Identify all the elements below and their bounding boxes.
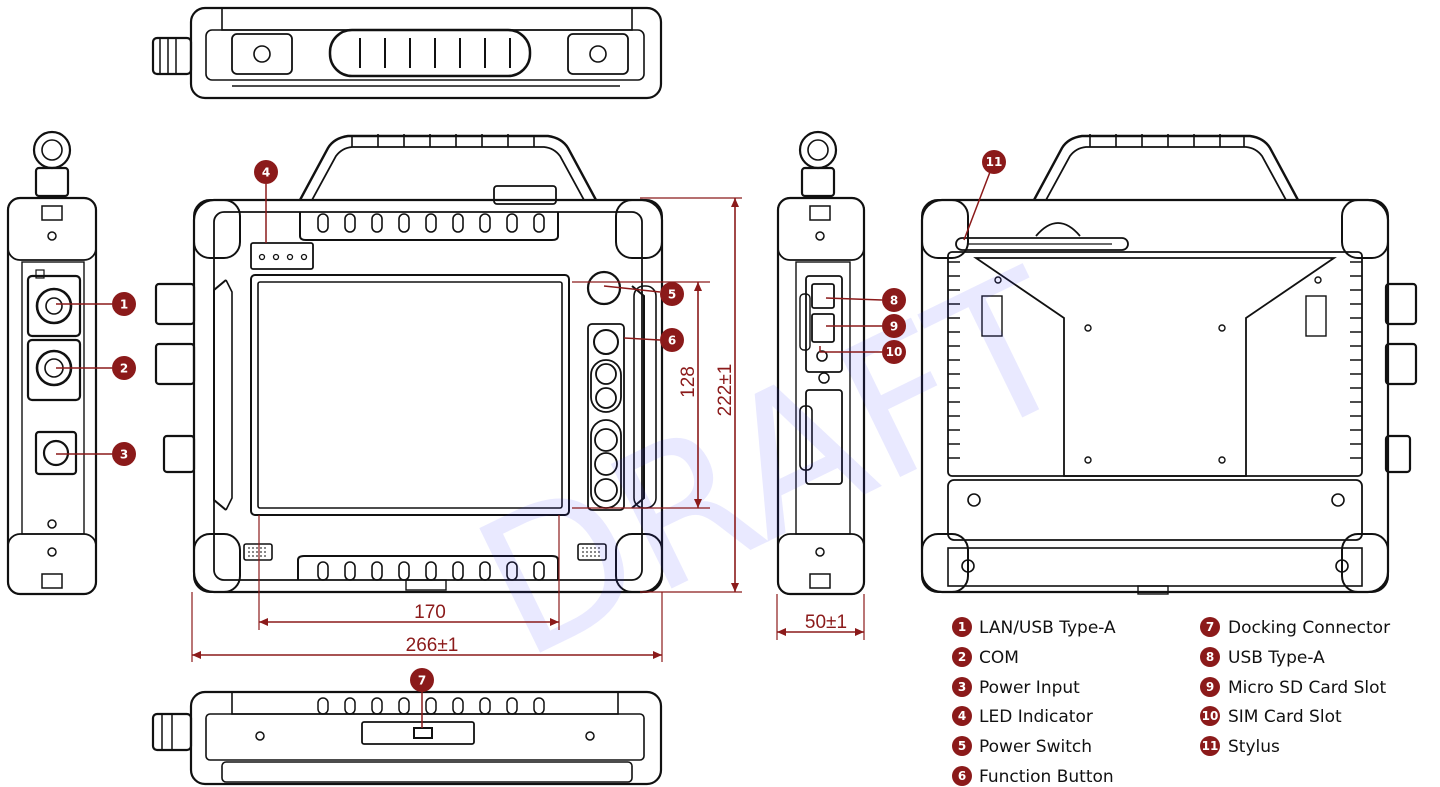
callout-1: 1 [112,292,136,316]
legend-item-stylus: 11 Stylus [1200,736,1280,757]
dim-depth: 50±1 [805,612,847,633]
svg-text:Docking Connector: Docking Connector [1228,618,1390,638]
dimension-lines [191,197,865,662]
legend-item-com: 2 COM [952,647,1019,668]
left-side-view [6,130,98,596]
svg-text:7: 7 [1206,620,1214,634]
legend-item-micro-sd: 9 Micro SD Card Slot [1200,677,1387,698]
svg-text:10: 10 [1202,709,1219,723]
front-view [154,134,664,594]
callout-9: 9 [882,314,906,338]
legend-item-sim-card: 10 SIM Card Slot [1200,706,1342,727]
svg-text:LED Indicator: LED Indicator [979,707,1093,727]
callout-3: 3 [112,442,136,466]
svg-text:2: 2 [958,650,966,664]
svg-text:Micro SD Card Slot: Micro SD Card Slot [1228,678,1387,698]
callout-7: 7 [410,668,434,692]
dim-total-width: 266±1 [406,635,459,656]
svg-text:2: 2 [120,362,128,376]
svg-text:6: 6 [668,334,676,348]
svg-text:LAN/USB Type-A: LAN/USB Type-A [979,618,1116,638]
callout-4: 4 [254,160,278,184]
svg-text:10: 10 [886,345,903,359]
legend: 1 LAN/USB Type-A 2 COM 3 Power Input 4 LED I… [952,617,1390,787]
svg-text:5: 5 [958,739,966,753]
svg-text:9: 9 [1206,680,1214,694]
svg-text:Power Input: Power Input [979,678,1080,698]
legend-item-power-input: 3 Power Input [952,677,1080,698]
legend-item-function-button: 6 Function Button [952,766,1114,787]
top-view [151,6,663,100]
svg-text:6: 6 [958,769,966,783]
svg-text:1: 1 [120,298,128,312]
dim-screen-height: 128 [678,366,699,398]
dim-total-height: 222±1 [715,364,736,417]
callout-2: 2 [112,356,136,380]
callout-11: 11 [982,150,1006,174]
legend-item-lan-usb: 1 LAN/USB Type-A [952,617,1116,638]
callout-10: 10 [882,340,906,364]
callout-leaders [56,171,991,728]
legend-item-led-indicator: 4 LED Indicator [952,706,1093,727]
svg-text:8: 8 [890,294,898,308]
svg-text:4: 4 [958,709,966,723]
right-side-view [776,130,866,596]
legend-item-docking-connector: 7 Docking Connector [1200,617,1390,638]
svg-text:Power Switch: Power Switch [979,737,1092,757]
svg-text:8: 8 [1206,650,1214,664]
svg-text:9: 9 [890,320,898,334]
svg-text:11: 11 [1202,739,1219,753]
legend-item-usb-type-a: 8 USB Type-A [1200,647,1325,668]
svg-text:11: 11 [986,155,1003,169]
svg-text:3: 3 [120,448,128,462]
svg-text:4: 4 [262,166,270,180]
dim-screen-width: 170 [414,602,446,623]
svg-text:7: 7 [418,674,426,688]
svg-text:Function Button: Function Button [979,767,1114,787]
back-view [920,134,1418,595]
callout-5: 5 [660,282,684,306]
callout-badges: 1 2 3 4 5 6 7 8 9 10 11 [112,150,1006,692]
svg-text:5: 5 [668,288,676,302]
legend-item-power-switch: 5 Power Switch [952,736,1092,757]
svg-text:3: 3 [958,680,966,694]
svg-text:USB Type-A: USB Type-A [1228,648,1325,668]
bottom-view [151,690,663,786]
callout-8: 8 [882,288,906,312]
svg-text:1: 1 [958,620,966,634]
svg-text:SIM Card Slot: SIM Card Slot [1228,707,1342,727]
svg-text:Stylus: Stylus [1228,737,1280,757]
svg-text:COM: COM [979,648,1019,668]
callout-6: 6 [660,328,684,352]
